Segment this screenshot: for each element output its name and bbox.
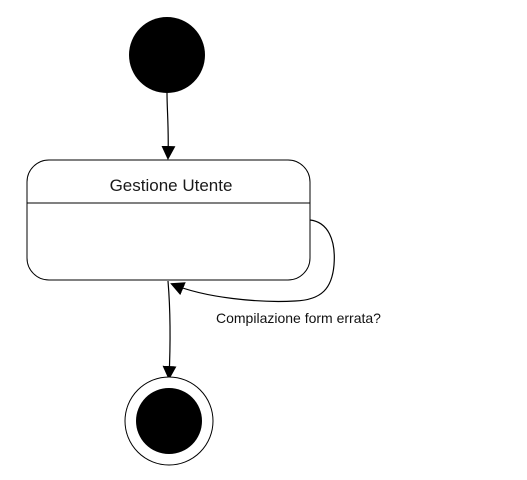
state-gestione-utente: Gestione Utente [26, 159, 311, 281]
transition-state-to-final [162, 280, 177, 380]
transition-label-self-loop: Compilazione form errata? [216, 310, 381, 326]
final-node-core [136, 388, 202, 454]
transition-self-loop [170, 219, 335, 303]
initial-node [129, 17, 205, 93]
transition-initial-to-state [161, 92, 176, 160]
final-node [124, 376, 214, 466]
state-name: Gestione Utente [110, 176, 233, 195]
